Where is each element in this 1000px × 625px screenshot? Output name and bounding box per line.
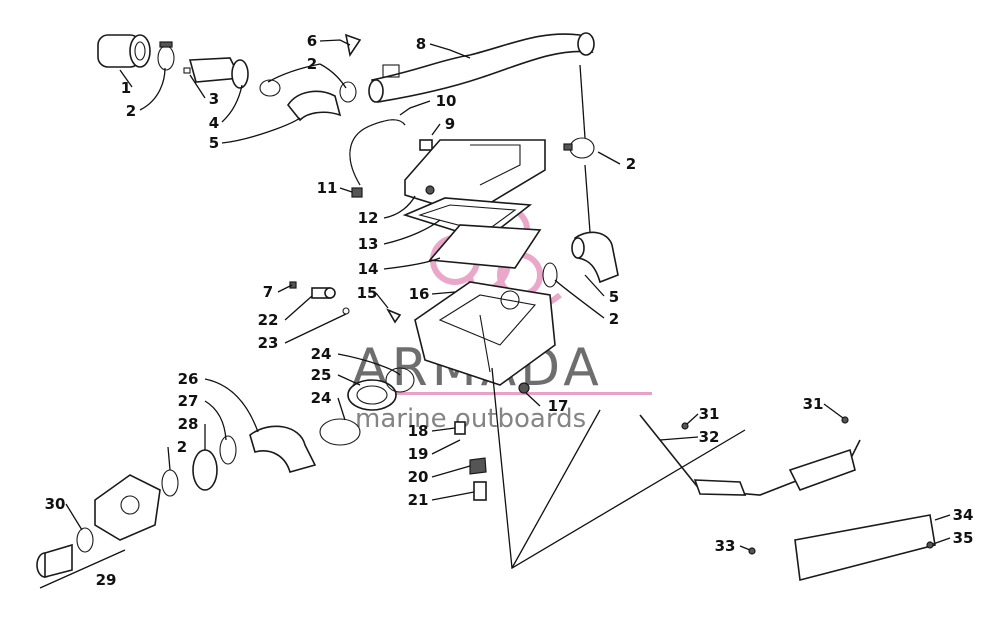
callout-label: 29 [96, 571, 117, 589]
callout-label: 28 [178, 415, 199, 433]
callout-label: 3 [209, 90, 219, 108]
callout-label: 14 [358, 260, 379, 278]
callout-leaders [65, 39, 951, 551]
callout-label: 11 [317, 179, 338, 197]
callout-label: 18 [408, 422, 429, 440]
part-sensor-22 [311, 287, 336, 299]
callout-label: 20 [408, 468, 429, 486]
callout-label: 2 [307, 55, 317, 73]
part-boot-29 [36, 543, 73, 579]
callout-label: 34 [953, 506, 974, 524]
assembly-lines [39, 64, 746, 589]
part-drain-parts [454, 382, 530, 501]
part-airbox-cover [404, 139, 546, 216]
part-elbow-boot-left [287, 90, 342, 122]
callout-labels: 1 2 3 4 5 6 2 8 10 9 2 11 12 13 14 7 15 … [45, 32, 974, 589]
part-clamp-top-left [157, 41, 175, 71]
part-fasteners [681, 416, 934, 555]
callout-label: 30 [45, 495, 66, 513]
part-clip-11 [351, 187, 363, 198]
callout-label: 16 [409, 285, 430, 303]
callout-label: 6 [307, 32, 317, 50]
callout-label: 5 [609, 288, 619, 306]
callout-label: 24 [311, 345, 332, 363]
callout-label: 2 [609, 310, 619, 328]
part-oring-23 [342, 307, 350, 315]
part-intake-tube [183, 57, 249, 89]
part-clamp-upper-right [563, 137, 595, 159]
callout-label: 32 [699, 428, 720, 446]
callout-label: 4 [209, 114, 219, 132]
part-elbow-boot-right [571, 231, 619, 284]
callout-label: 24 [311, 389, 332, 407]
part-vent-hose [349, 119, 406, 186]
part-air-filter-element [97, 34, 151, 68]
callout-label: 33 [715, 537, 736, 555]
part-clamps-27-28 [161, 435, 237, 497]
callout-label: 5 [209, 134, 219, 152]
watermark-tagline: marine outboards [355, 404, 586, 434]
part-elbow-26 [249, 425, 317, 473]
callout-label: 35 [953, 529, 974, 547]
part-fitting-9 [419, 139, 433, 151]
part-grommet-6 [344, 33, 362, 58]
callout-label: 8 [416, 35, 426, 53]
part-throttle-body [94, 474, 161, 541]
part-clamp-right-lower [542, 262, 558, 288]
callout-label: 31 [803, 395, 824, 413]
part-airbox-base [414, 281, 556, 386]
callout-label: 22 [258, 311, 279, 329]
part-shield-34 [794, 514, 936, 582]
part-clamp-30 [76, 527, 94, 553]
callout-label: 19 [408, 445, 429, 463]
part-intake-duct [368, 32, 595, 103]
callout-label: 7 [263, 283, 273, 301]
callout-label: 2 [126, 102, 136, 120]
callout-label: 21 [408, 491, 429, 509]
callout-label: 13 [358, 235, 379, 253]
callout-label: 9 [445, 115, 455, 133]
callout-label: 23 [258, 334, 279, 352]
callout-label: 12 [358, 209, 379, 227]
part-bracket-32 [639, 414, 861, 496]
callout-label: 2 [626, 155, 636, 173]
part-filter-14 [428, 224, 542, 269]
callout-label: 25 [311, 366, 332, 384]
callout-label: 27 [178, 392, 199, 410]
part-clamp-top-mid [259, 79, 281, 97]
callout-label: 10 [436, 92, 457, 110]
part-boot-25-and-clamps [319, 367, 415, 446]
callout-label: 31 [699, 405, 720, 423]
part-screw-7 [289, 281, 297, 289]
part-clip-15 [386, 308, 402, 324]
part-clamp-near-duct [339, 81, 357, 103]
callout-label: 17 [548, 397, 569, 415]
callout-label: 1 [121, 79, 131, 97]
callout-label: 2 [177, 438, 187, 456]
callout-label: 26 [178, 370, 199, 388]
watermark-underline [352, 392, 652, 395]
callout-label: 15 [357, 284, 378, 302]
